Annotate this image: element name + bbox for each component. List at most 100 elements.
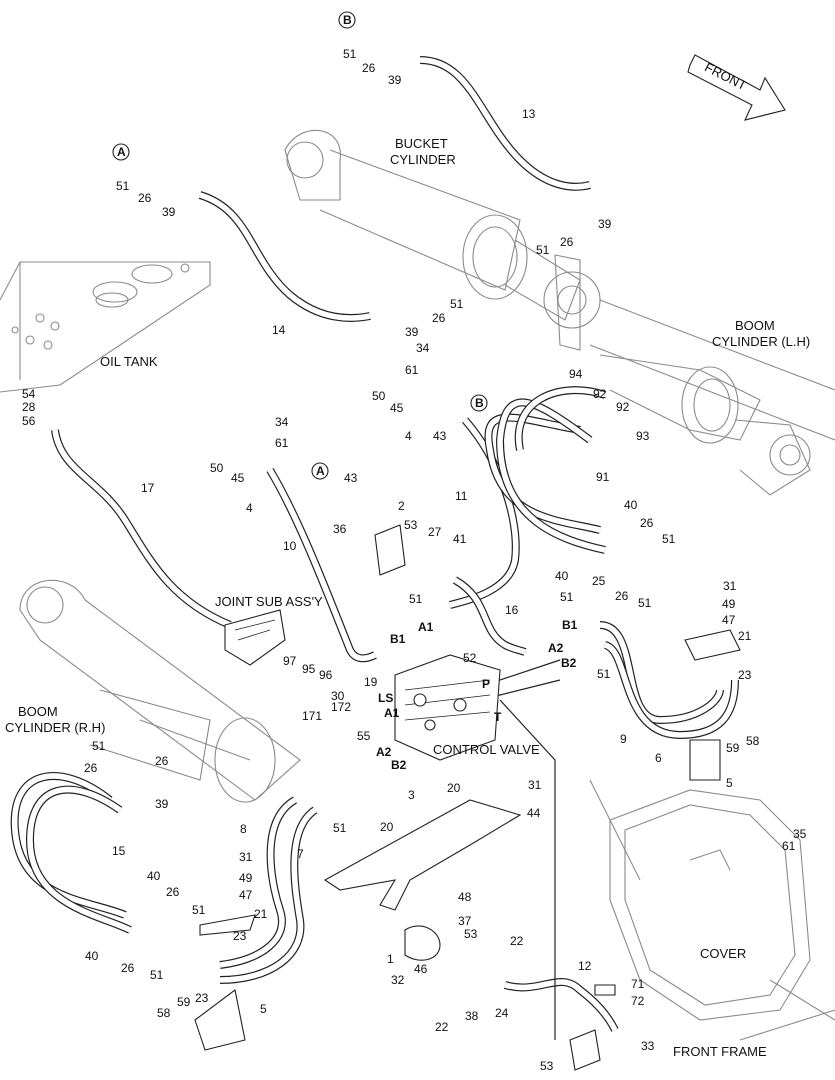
part-number-55: 55 (357, 729, 371, 743)
port-a1-lower: A1 (384, 706, 400, 720)
part-number-40: 40 (85, 949, 99, 963)
part-number-95: 95 (302, 662, 316, 676)
port-b2-lower: B2 (391, 758, 407, 772)
bucket-cylinder-label-2: CYLINDER (390, 152, 456, 167)
front-frame-label: FRONT FRAME (673, 1044, 767, 1059)
part-number-56: 56 (22, 414, 36, 428)
part-number-28: 28 (22, 400, 36, 414)
part-number-13: 13 (522, 107, 536, 121)
port-b1-right: B1 (562, 618, 578, 632)
part-number-41: 41 (453, 532, 467, 546)
port-a2-lower: A2 (376, 745, 392, 759)
part-number-3: 3 (408, 788, 415, 802)
oil-tank-label: OIL TANK (100, 354, 158, 369)
part-number-50: 50 (210, 461, 224, 475)
port-p: P (482, 677, 490, 691)
cover-label: COVER (700, 946, 746, 961)
boom-cylinder-lh-label-1: BOOM (735, 318, 775, 333)
part-number-53: 53 (464, 927, 478, 941)
part-number-31: 31 (528, 778, 542, 792)
pipes-8-7 (219, 796, 318, 984)
part-number-51: 51 (662, 532, 676, 546)
part-number-21: 21 (254, 907, 268, 921)
part-number-34: 34 (416, 341, 430, 355)
part-number-26: 26 (166, 885, 180, 899)
part-number-7: 7 (297, 847, 304, 861)
part-number-23: 23 (195, 991, 209, 1005)
port-b1: B1 (390, 632, 406, 646)
part-number-9: 9 (620, 732, 627, 746)
callout-b-mid: B (470, 394, 488, 412)
part-number-26: 26 (560, 235, 574, 249)
part-number-51: 51 (597, 667, 611, 681)
part-number-37: 37 (458, 914, 472, 928)
part-number-5: 5 (726, 776, 733, 790)
part-number-26: 26 (121, 961, 135, 975)
part-number-51: 51 (450, 297, 464, 311)
part-number-38: 38 (465, 1009, 479, 1023)
hoses-15 (10, 772, 132, 934)
control-valve (394, 654, 501, 761)
part-number-171: 171 (302, 709, 322, 723)
part-number-51: 51 (409, 592, 423, 606)
part-number-26: 26 (640, 516, 654, 530)
cap-71 (594, 984, 616, 996)
part-number-25: 25 (592, 574, 606, 588)
part-number-2: 2 (398, 499, 405, 513)
part-number-61: 61 (275, 436, 289, 450)
part-number-58: 58 (746, 734, 760, 748)
boom-cylinder-lh-outline (589, 299, 835, 496)
part-number-51: 51 (536, 243, 550, 257)
part-number-40: 40 (555, 569, 569, 583)
part-number-49: 49 (239, 871, 253, 885)
boom-cylinder-rh-label-2: CYLINDER (R.H) (5, 720, 105, 735)
part-number-23: 23 (738, 668, 752, 682)
part-number-51: 51 (333, 821, 347, 835)
part-number-26: 26 (155, 754, 169, 768)
part-number-4: 4 (405, 429, 412, 443)
part-number-26: 26 (362, 61, 376, 75)
part-number-91: 91 (596, 470, 610, 484)
part-number-26: 26 (84, 761, 98, 775)
part-number-43: 43 (344, 471, 358, 485)
joint-sub-assy (224, 609, 286, 666)
front-arrow: FRONT (687, 54, 786, 121)
part-number-labels: 5126391351263914512639512639542856173461… (22, 47, 807, 1073)
part-number-16: 16 (505, 603, 519, 617)
part-number-92: 92 (616, 400, 630, 414)
control-valve-label: CONTROL VALVE (433, 742, 540, 757)
part-number-39: 39 (388, 73, 402, 87)
part-number-35: 35 (793, 827, 807, 841)
svg-text:B: B (343, 13, 352, 27)
hose-16 (452, 576, 527, 656)
part-number-20: 20 (447, 781, 461, 795)
part-number-48: 48 (458, 890, 472, 904)
part-number-61: 61 (782, 839, 796, 853)
block-33 (569, 1029, 601, 1071)
part-number-8: 8 (240, 822, 247, 836)
part-number-26: 26 (138, 191, 152, 205)
port-t: T (494, 710, 502, 724)
part-number-39: 39 (405, 325, 419, 339)
part-number-31: 31 (723, 579, 737, 593)
part-number-93: 93 (636, 429, 650, 443)
part-number-96: 96 (319, 668, 333, 682)
part-number-97: 97 (283, 654, 297, 668)
part-number-45: 45 (390, 401, 404, 415)
part-number-22: 22 (510, 934, 524, 948)
part-number-92: 92 (593, 387, 607, 401)
part-number-24: 24 (495, 1006, 509, 1020)
hoses-91 (484, 386, 607, 554)
port-b2: B2 (561, 656, 577, 670)
hose-13 (419, 56, 591, 191)
cover-outline (589, 779, 835, 1041)
part-number-51: 51 (192, 903, 206, 917)
joint-sub-assy-label: JOINT SUB ASS'Y (215, 594, 323, 609)
callout-a-top: A (112, 143, 130, 161)
part-number-20: 20 (380, 820, 394, 834)
part-number-39: 39 (162, 205, 176, 219)
part-number-1: 1 (387, 952, 394, 966)
part-number-71: 71 (631, 977, 645, 991)
part-number-5: 5 (260, 1002, 267, 1016)
